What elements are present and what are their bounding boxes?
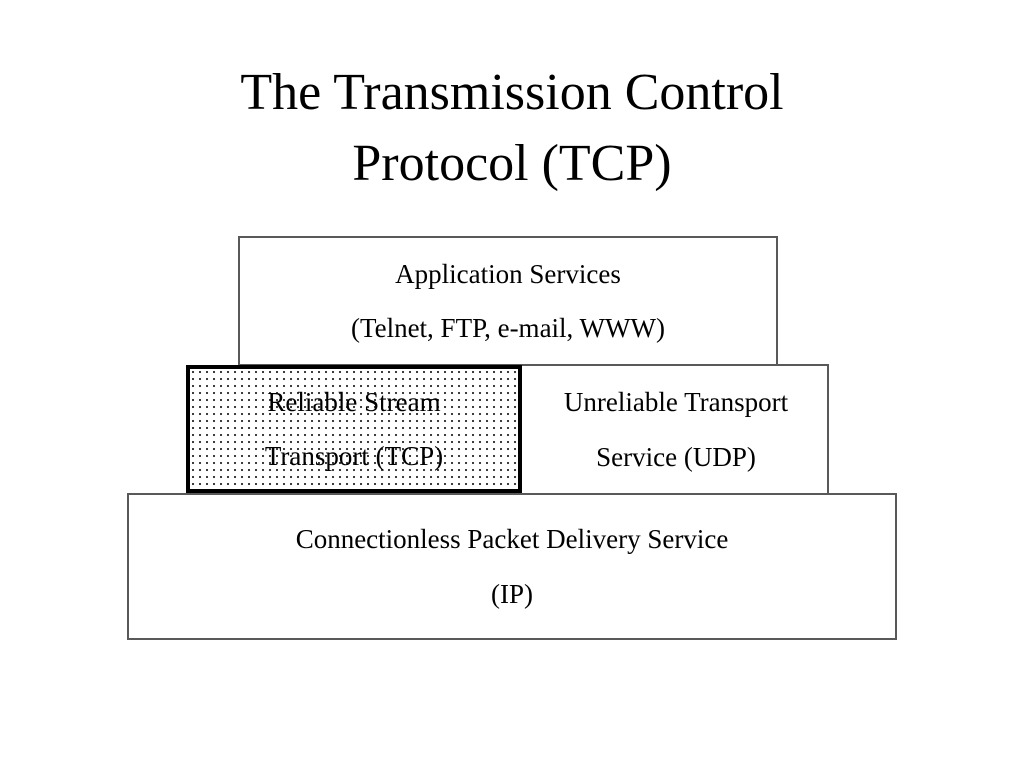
layer-application-line2: (Telnet, FTP, e-mail, WWW) (350, 313, 666, 343)
layer-udp-line2: Service (UDP) (596, 441, 756, 472)
layer-application-line1: Application Services (395, 258, 621, 289)
layer-ip-line2: (IP) (491, 578, 533, 609)
page-title: The Transmission Control Protocol (TCP) (240, 64, 784, 192)
layer-ip-line1: Connectionless Packet Delivery Service (295, 524, 729, 555)
layer-box-application[interactable]: Application Services (Telnet, FTP, e-mai… (238, 236, 778, 366)
layer-box-tcp[interactable]: Reliable Stream Transport (TCP) (186, 365, 522, 493)
layer-tcp-line1: Reliable Stream (267, 386, 441, 417)
layer-tcp-line2: Transport (TCP) (264, 441, 444, 471)
layer-udp-line1: Unreliable Transport (563, 387, 789, 418)
layer-box-ip[interactable]: Connectionless Packet Delivery Service (… (127, 493, 897, 640)
